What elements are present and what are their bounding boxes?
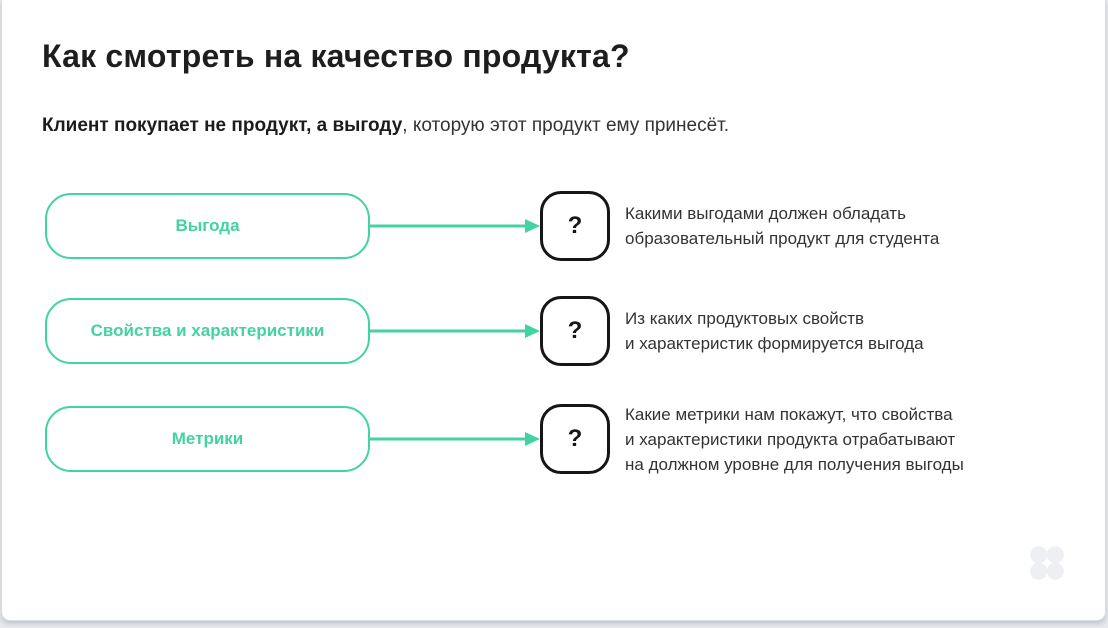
- description-line: на должном уровне для получения выгоды: [625, 454, 964, 474]
- four-dots-logo-icon: [1030, 546, 1064, 580]
- page-title: Как смотреть на качество продукта?: [42, 38, 630, 74]
- arrow-right-icon: [370, 432, 540, 446]
- description-line: образовательный продукт для студента: [625, 229, 940, 248]
- term-box-label: Метрики: [171, 429, 244, 448]
- term-box-benefit: Выгода: [45, 193, 370, 259]
- flow-row-benefit: Выгода ? Какими выгодами должен обладать…: [45, 191, 939, 261]
- subtitle: Клиент покупает не продукт, а выгоду, ко…: [42, 115, 729, 137]
- description-line: Из каких продуктовых свойств: [625, 309, 865, 328]
- description-line: Какие метрики нам покажут, что свойства: [625, 404, 953, 424]
- subtitle-bold-text: Клиент покупает не продукт, а выгоду: [42, 115, 403, 136]
- row-description: Какие метрики нам покажут, что свойства …: [625, 402, 964, 477]
- description-line: и характеристик формируется выгода: [625, 334, 924, 353]
- question-mark: ?: [567, 317, 583, 344]
- arrow-right-icon: [370, 219, 540, 233]
- subtitle-rest-text: , которую этот продукт ему принесёт.: [402, 115, 730, 136]
- term-box-label: Выгода: [175, 216, 240, 235]
- row-description: Из каких продуктовых свойств и характери…: [625, 306, 924, 356]
- term-box-metrics: Метрики: [45, 406, 370, 472]
- term-box-properties: Свойства и характеристики: [45, 298, 370, 364]
- question-box: ?: [540, 296, 610, 366]
- question-box: ?: [540, 404, 610, 474]
- row-description: Какими выгодами должен обладать образова…: [625, 201, 939, 251]
- question-mark: ?: [567, 425, 583, 452]
- term-box-label: Свойства и характеристики: [90, 321, 325, 340]
- arrow-right-icon: [370, 324, 540, 338]
- description-line: Какими выгодами должен обладать: [625, 204, 906, 223]
- description-line: и характеристики продукта отрабатывают: [625, 429, 956, 449]
- flow-row-metrics: Метрики ? Какие метрики нам покажут, что…: [45, 404, 964, 474]
- flow-row-properties: Свойства и характеристики ? Из каких про…: [45, 296, 924, 366]
- question-mark: ?: [567, 212, 583, 239]
- question-box: ?: [540, 191, 610, 261]
